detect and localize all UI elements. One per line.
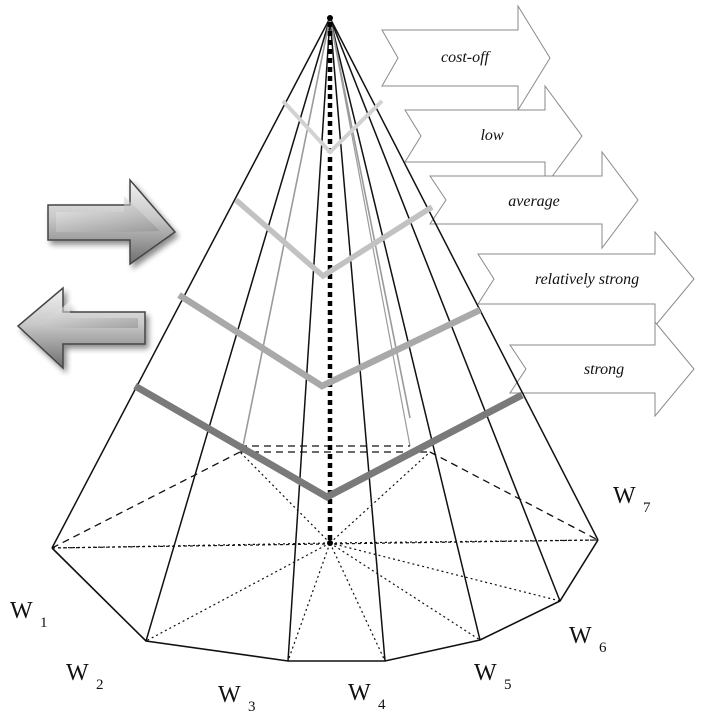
lateral-edge	[287, 17, 331, 662]
base-center-point	[327, 540, 333, 546]
weight-label-w1: W 1	[10, 598, 48, 631]
weight-label-w3: W 3	[218, 682, 256, 715]
level-chevrons	[133, 99, 524, 501]
base-spoke	[329, 542, 561, 602]
level-arrow-low: low	[404, 84, 583, 188]
weight-label-w5: W 5	[474, 660, 512, 693]
weight-label-w6: W 6	[569, 623, 607, 656]
hidden-base-edge	[429, 451, 599, 541]
svg-text:4: 4	[378, 697, 386, 713]
level-label-strong: strong	[584, 361, 624, 378]
svg-text:W: W	[218, 682, 241, 708]
svg-text:3: 3	[248, 699, 256, 713]
right-arrow-icon	[47, 177, 177, 266]
hidden-base-diagonal	[51, 539, 599, 549]
weight-label-w2: W 2	[66, 660, 104, 693]
level-label-low: low	[480, 127, 503, 144]
hidden-base-edge	[51, 451, 241, 549]
level-label-average: average	[508, 193, 560, 210]
svg-text:W: W	[348, 680, 371, 706]
level-chevron	[234, 197, 434, 280]
level-arrow-average: average	[429, 150, 639, 250]
inner-grey-line	[329, 17, 411, 447]
svg-text:W: W	[569, 623, 592, 649]
pyramid-hidden-base-edges	[51, 451, 599, 549]
base-spoke	[145, 542, 331, 642]
svg-text:6: 6	[599, 640, 607, 656]
inner-grey-line	[242, 17, 331, 447]
level-arrow-strong: strong	[509, 320, 695, 418]
lateral-edge	[51, 17, 331, 549]
pyramid-base-spokes	[51, 451, 599, 662]
left-arrow-icon	[16, 286, 146, 370]
lateral-edge	[329, 17, 561, 602]
weight-label-w7: W 7	[613, 483, 651, 516]
level-label-cost-off: cost-off	[441, 49, 492, 66]
base-spoke	[329, 542, 386, 662]
svg-text:W: W	[66, 660, 89, 686]
svg-text:7: 7	[643, 500, 651, 516]
base-spoke	[239, 451, 331, 544]
level-arrow-cost-off: cost-off	[381, 4, 551, 112]
level-chevron	[177, 292, 482, 390]
lateral-edge	[329, 17, 386, 662]
apex-point	[327, 15, 333, 21]
svg-text:1: 1	[40, 615, 48, 631]
pyramid-central-axis	[327, 15, 333, 546]
level-chevron	[133, 382, 524, 501]
level-arrows: cost-off low average relatively strong s…	[381, 4, 695, 418]
base-spoke	[329, 542, 481, 641]
base-spoke	[51, 542, 331, 549]
svg-text:W: W	[474, 660, 497, 686]
lateral-edge	[329, 17, 481, 641]
svg-text:2: 2	[96, 677, 104, 693]
weight-label-w4: W 4	[348, 680, 386, 713]
svg-text:W: W	[613, 483, 636, 509]
weight-labels: W 1 W 2 W 3 W 4 W 5 W 6 W 7	[10, 483, 651, 715]
level-chevron	[281, 99, 384, 155]
base-spoke	[287, 542, 331, 662]
level-label-relatively-strong: relatively strong	[535, 271, 639, 288]
svg-text:5: 5	[504, 677, 512, 693]
lateral-edge	[329, 17, 599, 541]
svg-text:W: W	[10, 598, 33, 624]
level-arrow-relatively-strong: relatively strong	[477, 230, 695, 328]
